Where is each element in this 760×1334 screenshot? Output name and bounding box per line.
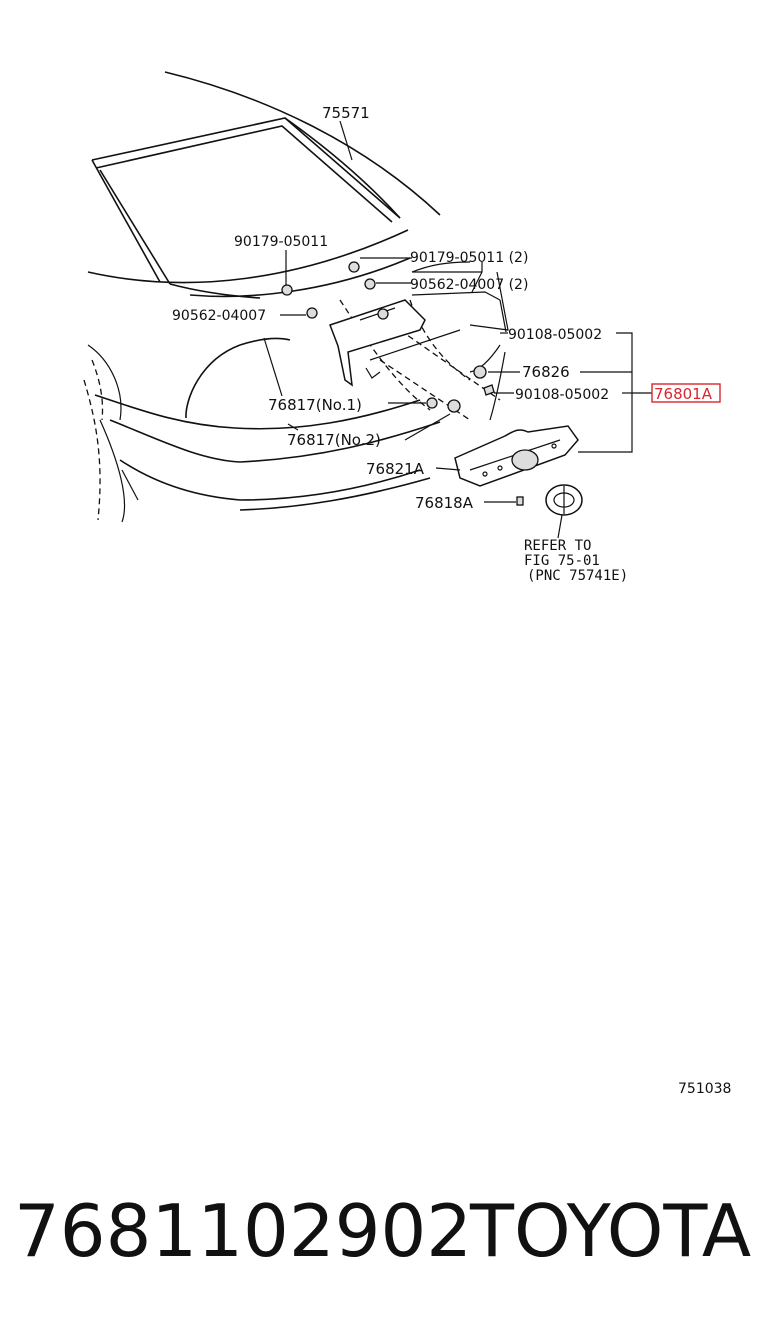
footer: 7681102902 TOYOTA — [14, 1189, 751, 1273]
label-76818a: 76818A — [415, 494, 474, 512]
fasteners — [281, 261, 524, 506]
nut-90562-a — [306, 307, 318, 319]
label-90562-04007: 90562-04007 — [172, 308, 266, 324]
label-90108-05002-b: 90108-05002 — [515, 387, 609, 403]
clip-76826 — [473, 365, 487, 379]
nut-90562-b — [364, 278, 376, 290]
label-90108-05002-a: 90108-05002 — [508, 327, 602, 343]
highlight-box — [651, 383, 721, 403]
label-90179-05011-x2: 90179-05011 (2) — [410, 250, 528, 266]
label-75571: 75571 — [322, 104, 370, 122]
label-90562-04007-x2: 90562-04007 (2) — [410, 277, 528, 293]
label-76826: 76826 — [522, 363, 570, 381]
refer-line-2: FIG 75-01 — [524, 553, 600, 569]
label-76817-no1: 76817(No.1) — [268, 396, 362, 414]
garnish-bracket — [329, 299, 426, 387]
refer-line-3: (PNC 75741E) — [527, 568, 628, 584]
footer-part-number: 7681102902 — [14, 1189, 472, 1273]
cushion-76818a — [516, 496, 524, 506]
label-76801a: 76801A — [654, 385, 713, 403]
clip-76817-no2 — [447, 399, 461, 413]
screw-90108-b — [483, 384, 495, 396]
label-76817-no2: 76817(No.2) — [287, 431, 381, 449]
nut-90179-a — [281, 284, 293, 296]
figure-code: 751038 — [678, 1081, 731, 1097]
nut-90179-b — [348, 261, 360, 273]
footer-brand: TOYOTA — [469, 1189, 751, 1273]
callout-labels: 75571 90179-05011 90179-05011 (2) 90562-… — [172, 104, 731, 1097]
car-body-outline — [83, 71, 506, 523]
trunk-garnish — [454, 425, 579, 487]
clip-76817-no1 — [426, 397, 438, 409]
refer-line-1: REFER TO — [524, 538, 591, 554]
leader-lines — [263, 120, 652, 539]
label-76821a: 76821A — [366, 460, 425, 478]
emblem-part — [545, 484, 583, 516]
label-90179-05011: 90179-05011 — [234, 234, 328, 250]
